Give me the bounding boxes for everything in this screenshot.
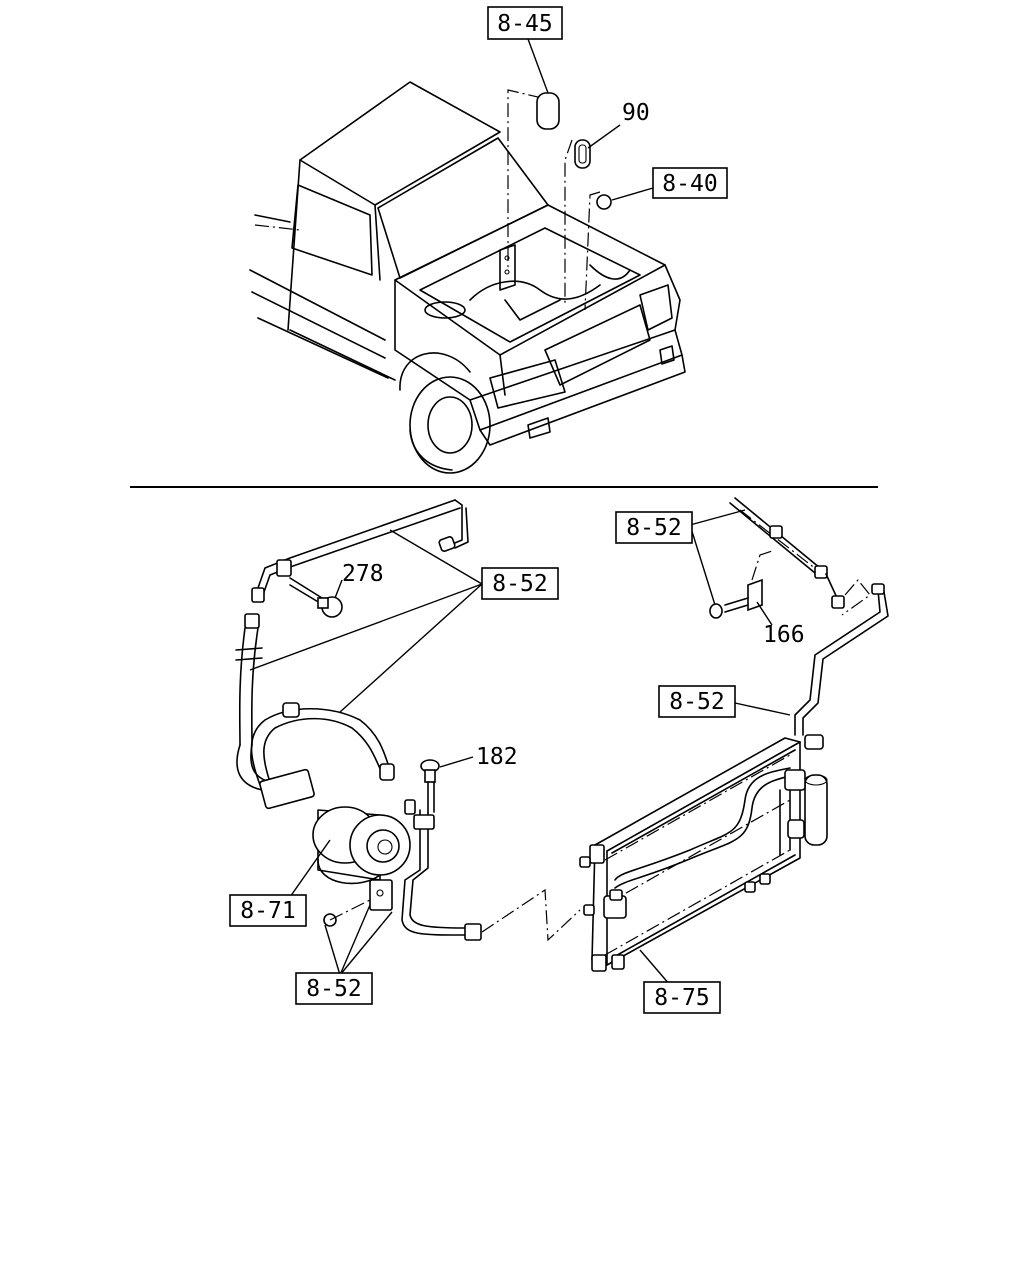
callout-182: 182 <box>476 744 518 770</box>
bracket-166 <box>709 549 776 619</box>
compressor <box>259 768 411 911</box>
small-cap-part <box>596 194 612 210</box>
receiver-drier <box>779 734 828 856</box>
svg-text:8-52: 8-52 <box>306 976 361 1002</box>
callout-8-52-b: 8-52 <box>615 511 693 544</box>
callout-8-75: 8-75 <box>643 981 721 1014</box>
callout-8-52-d: 8-52 <box>295 972 373 1005</box>
bottom-leaders <box>249 509 791 986</box>
svg-text:166: 166 <box>763 622 805 648</box>
discharge-pipe <box>401 799 482 941</box>
svg-text:8-45: 8-45 <box>497 11 552 37</box>
callout-278: 278 <box>342 561 384 587</box>
callout-8-52-c: 8-52 <box>658 685 736 718</box>
callout-8-40: 8-40 <box>652 167 728 199</box>
liquid-line-upper <box>729 497 871 616</box>
svg-text:182: 182 <box>476 744 518 770</box>
svg-text:8-52: 8-52 <box>492 571 547 597</box>
svg-text:90: 90 <box>622 100 650 126</box>
top-reference-lines <box>254 89 601 311</box>
hose-assembly <box>235 613 395 791</box>
svg-text:8-75: 8-75 <box>654 985 709 1011</box>
callout-8-52-a: 8-52 <box>481 567 559 600</box>
svg-text:8-40: 8-40 <box>662 171 717 197</box>
truck-illustration <box>249 81 686 474</box>
liquid-pipe <box>794 583 889 736</box>
callout-8-45: 8-45 <box>487 6 563 40</box>
svg-text:8-52: 8-52 <box>669 689 724 715</box>
svg-text:8-52: 8-52 <box>626 515 681 541</box>
suction-pipe <box>251 499 469 603</box>
callout-8-71: 8-71 <box>229 894 307 927</box>
svg-text:278: 278 <box>342 561 384 587</box>
cap-part <box>536 92 560 130</box>
callout-166: 166 <box>763 622 805 648</box>
bolt-278 <box>289 577 343 618</box>
condenser <box>579 737 801 972</box>
callout-90: 90 <box>622 100 650 126</box>
o-ring-part <box>574 139 591 169</box>
bolt-bottom <box>323 899 371 927</box>
svg-text:8-71: 8-71 <box>240 898 295 924</box>
bolt-182 <box>420 759 440 813</box>
